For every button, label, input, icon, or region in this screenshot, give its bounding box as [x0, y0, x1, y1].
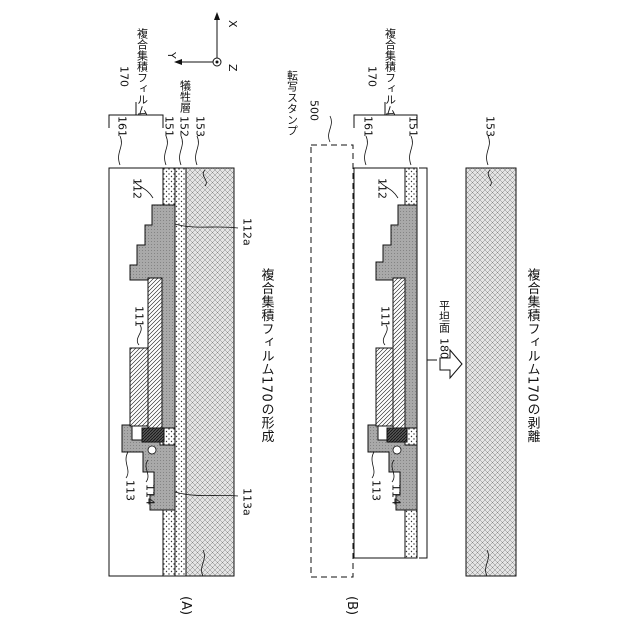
axis-indicator: X Y Z	[165, 12, 239, 72]
element-111-outer	[130, 348, 150, 426]
label-stamp-ref: 500	[308, 100, 321, 121]
label-stamp: 転写スタンプ	[286, 70, 299, 136]
ref-111-b: 111	[379, 306, 392, 327]
ref-112-b: 112	[376, 178, 389, 199]
axis-z-label: Z	[226, 64, 239, 72]
label-flat-surface: 平坦面	[438, 300, 451, 333]
label-group-a: 複合集積フィルム	[136, 27, 149, 116]
ref-153-b: 153	[484, 116, 497, 137]
element-111-outer-b	[376, 348, 395, 426]
label-sacrificial: 犠牲層	[179, 79, 192, 113]
ref-180-b: 180	[438, 338, 451, 359]
element-114-b	[387, 428, 407, 442]
ref-161-a: 161	[116, 116, 129, 137]
label-group-ref-a: 170	[118, 66, 131, 87]
layer-153-b	[466, 168, 516, 576]
transfer-stamp	[311, 145, 353, 577]
caption-b: 複合集積フィルム170の剥離	[525, 267, 541, 442]
element-111-inner	[148, 278, 162, 438]
axis-x-label: X	[226, 20, 239, 28]
panel-a: 複合集積フィルム 170 犠牲層 161 151 152 153 112 112…	[109, 27, 274, 615]
label-group-b: 複合集積フィルム	[384, 27, 397, 116]
ref-113a-a: 113a	[241, 488, 254, 516]
element-114	[142, 428, 164, 442]
ref-114-b: 114	[390, 484, 403, 505]
panel-label-b: (B)	[344, 596, 359, 615]
ref-152-a: 152	[178, 116, 191, 137]
ref-151-b: 151	[407, 116, 420, 137]
element-111-inner-b	[393, 278, 405, 438]
panel-label-a: (A)	[178, 596, 193, 615]
ref-111-a: 111	[133, 306, 146, 327]
caption-a: 複合集積フィルム170の形成	[259, 267, 275, 443]
axis-y-label: Y	[165, 51, 178, 59]
ref-153-a: 153	[194, 116, 207, 137]
layer-152	[175, 168, 186, 576]
ref-161-b: 161	[362, 116, 375, 137]
ref-112-a: 112	[131, 178, 144, 199]
ref-151-a: 151	[163, 116, 176, 137]
ref-114-a: 114	[144, 484, 157, 505]
panel-b: 転写スタンプ 500 複合集積フィルム 170 161 151 153 112 …	[286, 27, 541, 615]
ref-113-b: 113	[370, 480, 383, 501]
ref-113-a: 113	[124, 480, 137, 501]
label-group-ref-b: 170	[366, 66, 379, 87]
ref-112a-a: 112a	[241, 218, 254, 246]
layer-153	[186, 168, 234, 576]
